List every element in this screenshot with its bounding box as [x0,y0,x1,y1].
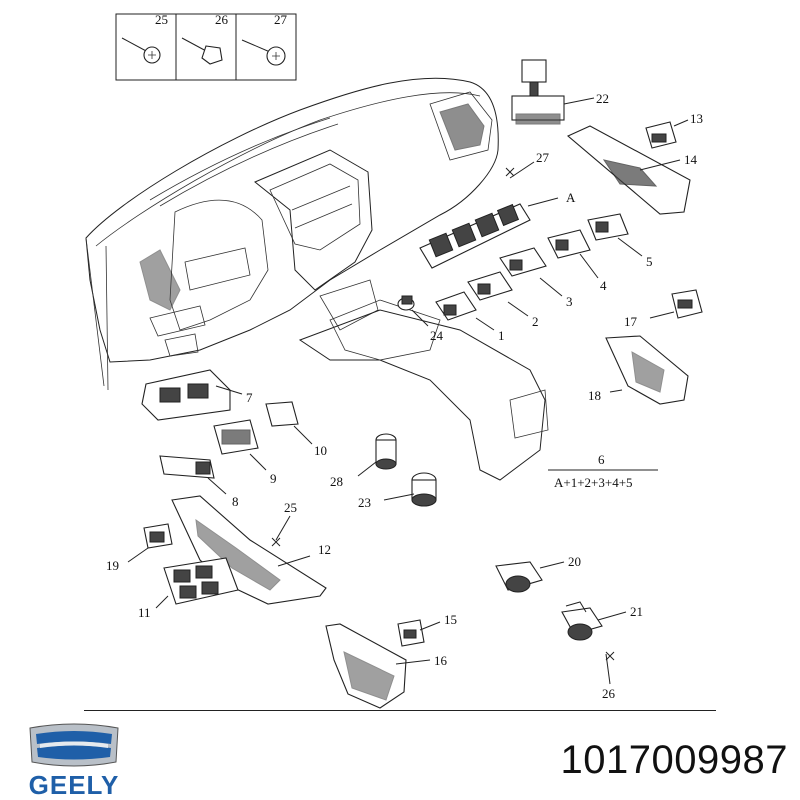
footer-divider [84,710,716,711]
callout-16: 16 [434,653,448,668]
callout-13: 13 [690,111,703,126]
switch-panel-a [419,203,531,269]
knob-24 [397,295,415,311]
callout-14: 14 [684,152,698,167]
callout-1: 1 [498,328,505,343]
callout-23: 23 [358,495,371,510]
callout-2: 2 [532,314,539,329]
socket-23 [411,472,437,507]
geely-emblem-icon [29,723,119,767]
callout-26b: 26 [602,686,616,701]
switch-7 [141,369,231,421]
geely-logo: GEELY [29,723,120,800]
callout-15: 15 [444,612,457,627]
switch-19 [143,523,173,549]
bezel-16 [325,623,407,709]
callout-11: 11 [138,605,151,620]
switch-2 [467,271,513,301]
callout-3: 3 [566,294,573,309]
armrest-12 [171,495,327,605]
callout-A: A [566,190,576,205]
socket-28 [375,433,397,470]
switch-13 [645,121,677,149]
callout-9: 9 [270,471,277,486]
connector-20 [495,561,543,593]
dashboard-assembly [85,77,549,481]
switch-4 [547,229,591,259]
callout-10: 10 [314,443,327,458]
callout-20: 20 [568,554,581,569]
switch-17 [671,289,703,319]
callout-27b: 27 [536,150,550,165]
leader-lines [127,97,689,685]
callout-6: 6 [598,452,605,467]
callout-24: 24 [430,328,444,343]
callout-28: 28 [330,474,343,489]
door-trim-14 [566,125,691,215]
brand-wordmark: GEELY [29,770,120,800]
callout-18: 18 [588,388,601,403]
assembly-formula: A+1+2+3+4+5 [554,475,633,490]
screw-26-icon [181,37,223,65]
switch-9 [213,419,259,455]
callout-25b: 25 [284,500,297,515]
x-markers [271,167,615,661]
switch-3 [499,247,547,277]
switch-15 [397,619,425,647]
callout-21: 21 [630,604,643,619]
screw-25-icon [121,37,161,64]
callout-22: 22 [596,91,609,106]
switch-22 [511,59,565,125]
connector-21 [561,601,603,641]
callout-27: 27 [274,12,288,27]
switch-5 [587,213,629,241]
callout-7: 7 [246,390,253,405]
callout-12: 12 [318,542,331,557]
callout-4: 4 [600,278,607,293]
screw-27-icon [241,39,286,66]
window-switch-11 [163,557,239,605]
part-number: 1017009987 [560,738,788,782]
switch-8 [159,455,215,479]
switch-10 [265,401,299,427]
callout-25: 25 [155,12,168,27]
callout-19: 19 [106,558,119,573]
screw-legend-box: 25 26 27 [115,12,297,81]
callout-26: 26 [215,12,229,27]
callout-5: 5 [646,254,653,269]
callout-8: 8 [232,494,239,509]
bezel-18 [605,335,689,405]
callout-17: 17 [624,314,638,329]
switch-1 [435,291,477,321]
